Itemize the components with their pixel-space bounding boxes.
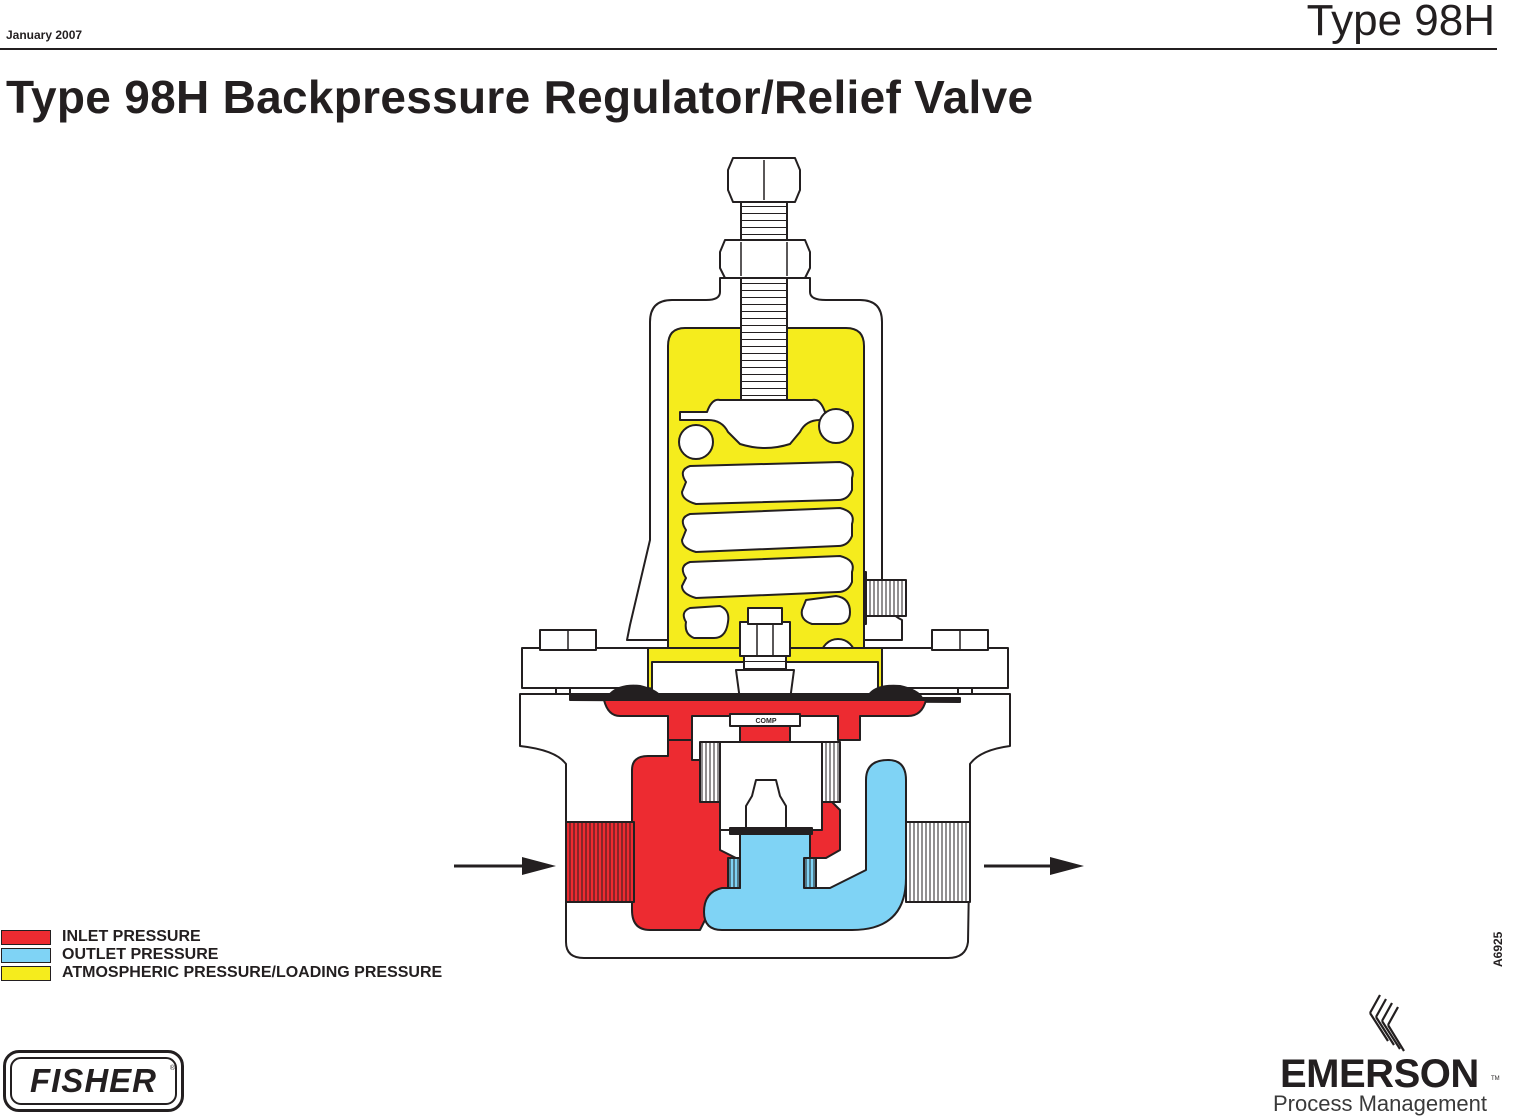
comp-disk-holder [729,713,801,727]
adjusting-screw-stem [740,201,788,241]
legend-label: OUTLET PRESSURE [62,946,219,963]
page-title: Type 98H Backpressure Regulator/Relief V… [6,71,1034,123]
outlet-pressure-swatch [1,948,51,963]
inlet-port-threads [565,821,635,903]
legend-label: ATMOSPHERIC PRESSURE/LOADING PRESSURE [62,964,443,981]
vent-port-threads [859,579,907,617]
document-date: January 2007 [6,28,83,42]
outlet-pressure-passage [703,759,907,931]
emerson-logo-subtitle: Process Management [1273,1091,1487,1116]
outlet-flow-arrow [984,857,1084,875]
control-spring [678,408,856,690]
inlet-flow-arrow [454,857,556,875]
diaphragm [569,684,961,703]
drawing-reference-code: A6925 [1491,931,1505,967]
emerson-logo-text: EMERSON [1280,1052,1479,1096]
legend-label: INLET PRESSURE [62,928,201,945]
document-type-label: Type 98H [1306,0,1495,45]
trademark-mark: TM [1491,1076,1500,1082]
registered-mark: ® [169,1065,175,1072]
inlet-pressure-swatch [1,930,51,945]
lock-nut [719,239,811,279]
comp-label: COMP [756,718,777,725]
header-divider [0,48,1497,50]
atmospheric-pressure-swatch [1,966,51,981]
fisher-logo: FISHER ® [3,1050,184,1112]
fisher-logo-text: FISHER [29,1062,157,1099]
emerson-symbol-icon [1369,994,1405,1052]
outlet-port-threads [905,821,971,903]
upper-spring-seat [679,398,849,449]
